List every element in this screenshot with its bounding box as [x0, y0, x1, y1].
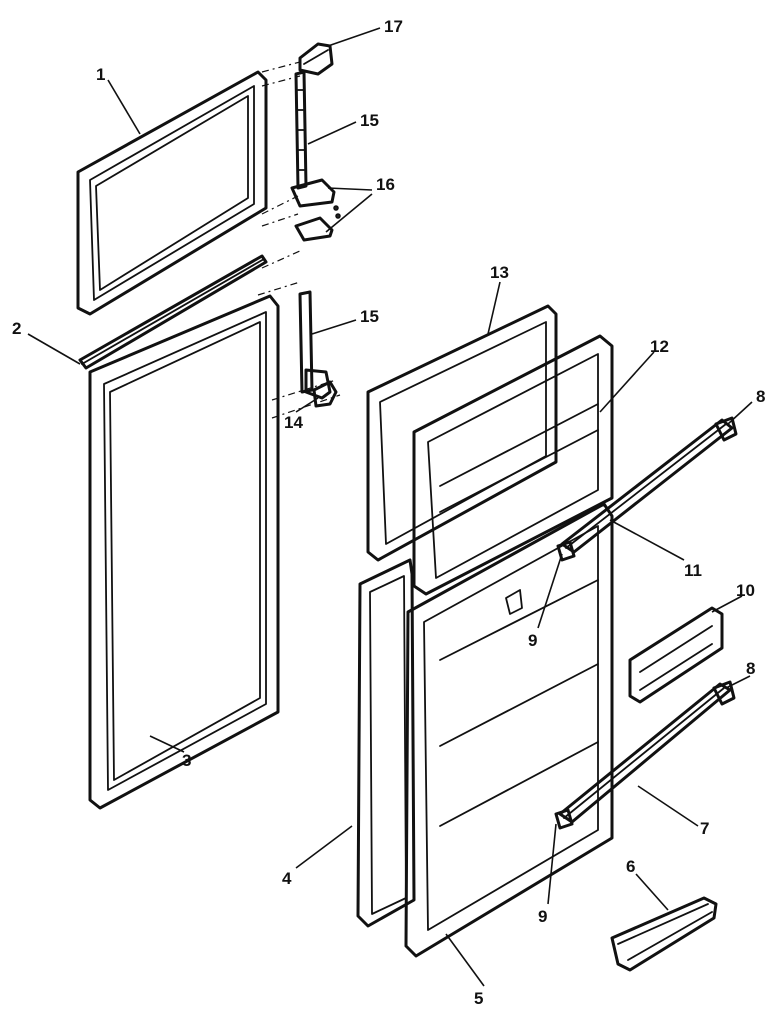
part-7-lower-shelf-rail [558, 682, 732, 824]
leader-lines [27, 27, 753, 987]
callout-7: 7 [700, 819, 709, 838]
part-6-door-bin [610, 896, 718, 972]
callout-12: 12 [650, 337, 669, 356]
callout-9-lower: 9 [538, 907, 547, 926]
callout-8-upper: 8 [756, 387, 765, 406]
callout-10: 10 [736, 581, 755, 600]
callout-6: 6 [626, 857, 635, 876]
callout-13: 13 [490, 263, 509, 282]
part-15-upper-hinge-strip [294, 70, 308, 190]
part-17-top-hinge [298, 42, 334, 76]
callout-8-lower: 8 [746, 659, 755, 678]
callout-4: 4 [282, 869, 292, 888]
callout-11: 11 [684, 561, 702, 580]
callout-17: 17 [384, 17, 403, 36]
callout-5: 5 [474, 989, 483, 1008]
callout-1: 1 [96, 65, 105, 84]
callout-15-upper: 15 [360, 111, 379, 130]
alignment-lines [257, 61, 341, 419]
callout-9-upper: 9 [528, 631, 537, 650]
callout-14: 14 [284, 413, 303, 432]
part-9-upper-shelf-clip [556, 540, 576, 562]
part-12-freezer-door-liner [412, 334, 614, 596]
part-10-butter-compartment [628, 606, 724, 704]
part-9-lower-shelf-clip [554, 808, 574, 830]
part-2-trim-strip [78, 254, 268, 370]
callout-3: 3 [182, 751, 191, 770]
part-5-fresh-food-door-liner [404, 502, 614, 958]
part-8-upper-end-cap [714, 416, 738, 442]
callout-labels: 17 1 15 16 2 15 14 13 12 8 11 10 9 8 3 7… [12, 17, 765, 1008]
callout-15-lower: 15 [360, 307, 379, 326]
part-16-center-hinge [290, 178, 341, 242]
part-13-freezer-inner-gasket [366, 304, 558, 562]
part-15-lower-hinge-strip [298, 290, 332, 400]
part-1-freezer-gasket [76, 70, 268, 316]
part-14-bottom-hinge [312, 380, 338, 408]
callout-16: 16 [376, 175, 395, 194]
part-3-fresh-food-gasket [88, 294, 280, 810]
part-11-upper-shelf-rail [560, 418, 734, 554]
callout-2: 2 [12, 319, 21, 338]
part-8-lower-end-cap [712, 680, 736, 706]
